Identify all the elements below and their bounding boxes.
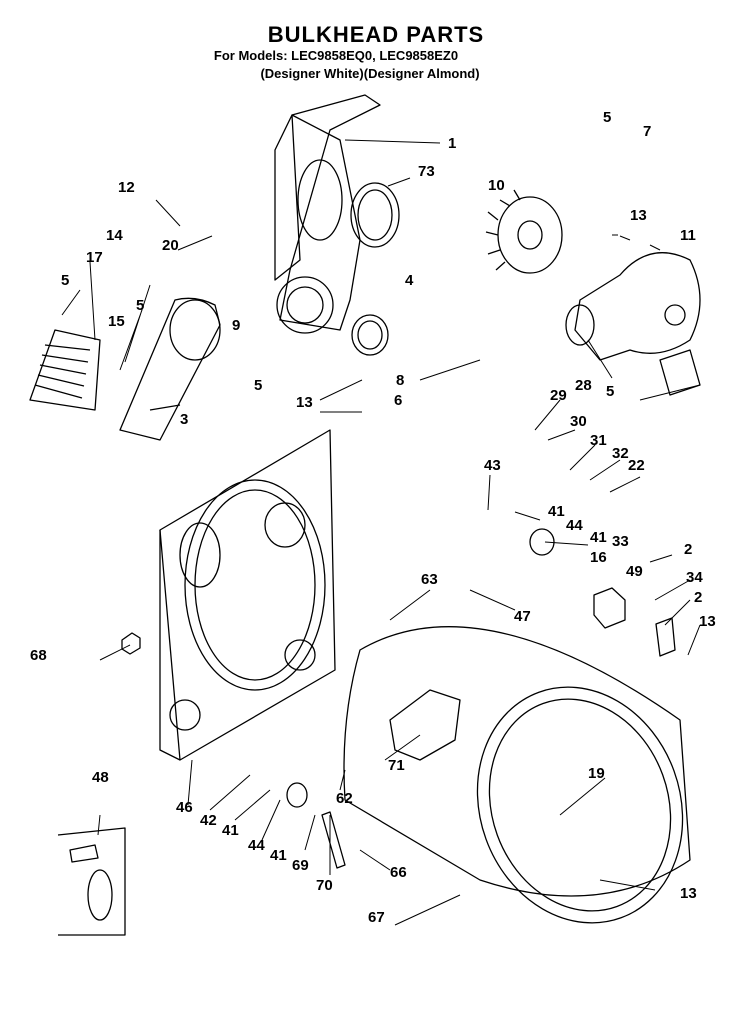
callout-label: 68 bbox=[30, 647, 47, 664]
kit-box bbox=[57, 827, 126, 936]
callout-label: 41 bbox=[548, 503, 565, 520]
callout-label: 5 bbox=[254, 377, 262, 394]
callout-label: 2 bbox=[694, 589, 702, 606]
nut-part bbox=[121, 632, 141, 655]
callout-label: 34 bbox=[686, 569, 703, 586]
callout-label: 7 bbox=[643, 123, 651, 140]
callout-label: 10 bbox=[488, 177, 505, 194]
callout-label: 22 bbox=[628, 457, 645, 474]
callout-label: 47 bbox=[514, 608, 531, 625]
callout-label: 69 bbox=[292, 857, 309, 874]
callout-label: 30 bbox=[570, 413, 587, 430]
callout-label: 48 bbox=[92, 769, 109, 786]
switch-block-part bbox=[593, 587, 626, 629]
callout-label: 71 bbox=[388, 757, 405, 774]
callout-label: 49 bbox=[626, 563, 643, 580]
callout-label: 44 bbox=[248, 837, 265, 854]
finishes-line: (Designer White)(Designer Almond) bbox=[260, 66, 480, 81]
callout-label: 33 bbox=[612, 533, 629, 550]
callout-label: 31 bbox=[590, 432, 607, 449]
callout-label: 19 bbox=[588, 765, 605, 782]
callout-label: 63 bbox=[421, 571, 438, 588]
duct-seal-part bbox=[350, 182, 400, 248]
callout-label: 28 bbox=[575, 377, 592, 394]
callout-label: 11 bbox=[680, 227, 696, 244]
callout-label: 43 bbox=[484, 457, 501, 474]
callout-label: 62 bbox=[336, 790, 353, 807]
bracket-part bbox=[655, 617, 676, 657]
callout-label: 32 bbox=[612, 445, 629, 462]
callout-label: 16 bbox=[590, 549, 607, 566]
callout-label: 46 bbox=[176, 799, 193, 816]
callout-label: 14 bbox=[106, 227, 123, 244]
label-part bbox=[659, 349, 701, 396]
callout-label: 5 bbox=[606, 383, 614, 400]
callout-label: 2 bbox=[684, 541, 692, 558]
lint-filter-part bbox=[119, 297, 221, 441]
ring-part bbox=[351, 314, 389, 356]
callout-label: 13 bbox=[296, 394, 313, 411]
callout-label: 6 bbox=[394, 392, 402, 409]
callout-label: 44 bbox=[566, 517, 583, 534]
callout-label: 5 bbox=[61, 272, 69, 289]
callout-label: 29 bbox=[550, 387, 567, 404]
callout-label: 70 bbox=[316, 877, 333, 894]
callout-label: 4 bbox=[405, 272, 414, 289]
callout-label: 41 bbox=[590, 529, 607, 546]
blower-housing-part bbox=[565, 252, 701, 361]
callout-label: 17 bbox=[86, 249, 103, 266]
drum-part bbox=[343, 626, 691, 924]
front-bulkhead-part bbox=[159, 429, 336, 761]
callout-label: 5 bbox=[603, 109, 611, 126]
callout-label: 42 bbox=[200, 812, 217, 829]
callout-label: 41 bbox=[270, 847, 287, 864]
callout-label: 8 bbox=[396, 372, 404, 389]
blower-wheel-part bbox=[485, 189, 563, 274]
callout-label: 12 bbox=[118, 179, 135, 196]
callout-label: 9 bbox=[232, 317, 240, 334]
callout-label: 13 bbox=[630, 207, 647, 224]
callout-label: 1 bbox=[448, 135, 456, 152]
callout-label: 13 bbox=[680, 885, 697, 902]
callout-label: 66 bbox=[390, 864, 407, 881]
callout-label: 15 bbox=[108, 313, 125, 330]
callout-label: 5 bbox=[136, 297, 144, 314]
callout-label: 73 bbox=[418, 163, 435, 180]
link-part bbox=[321, 811, 346, 869]
rear-duct-part bbox=[274, 94, 381, 334]
callout-label: 20 bbox=[162, 237, 179, 254]
grille-part bbox=[29, 329, 101, 411]
callout-label: 67 bbox=[368, 909, 385, 926]
page-title: BULKHEAD PARTS bbox=[267, 22, 485, 47]
callout-label: 3 bbox=[180, 411, 188, 428]
callout-label: 13 bbox=[699, 613, 716, 630]
models-line: For Models: LEC9858EQ0, LEC9858EZ0 bbox=[213, 48, 459, 63]
callout-label: 41 bbox=[222, 822, 239, 839]
